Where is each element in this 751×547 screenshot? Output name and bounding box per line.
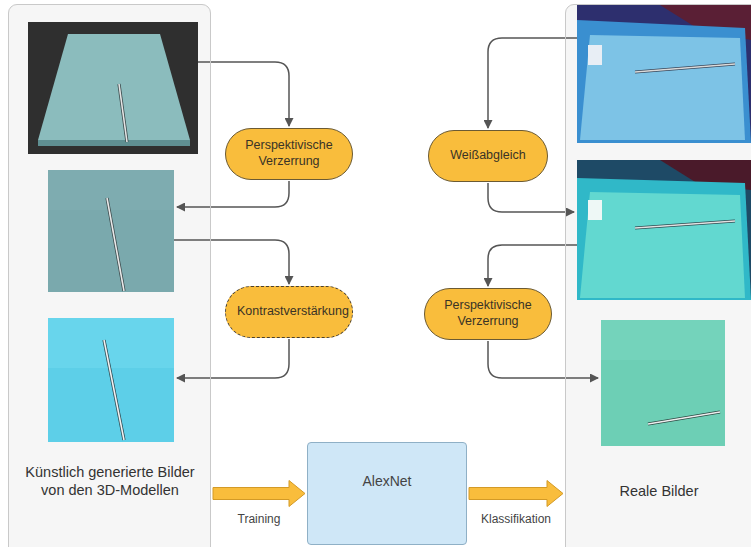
flow-line bbox=[488, 183, 574, 212]
flow-line bbox=[198, 62, 289, 126]
panel-ground bbox=[8, 4, 211, 547]
flow-line bbox=[488, 245, 577, 286]
flow-line bbox=[177, 181, 289, 207]
process-pill: Weißabgleich bbox=[428, 130, 548, 182]
photo-image bbox=[577, 5, 751, 143]
step-label: Weißabgleich bbox=[450, 148, 526, 164]
panel-caption: Künstlich generierte Bilder von den 3D-M… bbox=[16, 463, 204, 499]
flow-line bbox=[488, 341, 598, 378]
balanced-image bbox=[577, 160, 751, 300]
optional-process-pill: Kontrastverstärkung bbox=[225, 286, 353, 338]
panel-ground bbox=[565, 4, 751, 547]
edge-label: Klassifikation bbox=[478, 512, 554, 526]
process-pill: Perspektivische Verzerrung bbox=[424, 288, 552, 340]
model-name: AlexNet bbox=[362, 473, 411, 489]
process-pill: Perspektivische Verzerrung bbox=[225, 128, 353, 180]
step-label: Perspektivische Verzerrung bbox=[436, 298, 540, 329]
block-arrow bbox=[469, 481, 563, 507]
block-arrow bbox=[213, 481, 305, 507]
model-box: AlexNet bbox=[307, 442, 467, 545]
contrast-image bbox=[48, 318, 174, 442]
render-image bbox=[28, 22, 198, 154]
flow-line bbox=[177, 339, 289, 378]
step-label: Kontrastverstärkung bbox=[237, 304, 341, 320]
flow-lines bbox=[174, 38, 598, 378]
image-panel: Künstlich generierte Bilder von den 3D-M… bbox=[8, 4, 211, 547]
flow-line bbox=[174, 240, 289, 284]
image-panel: Reale Bilder bbox=[565, 4, 751, 547]
warped-photo bbox=[601, 320, 725, 446]
panel-caption: Reale Bilder bbox=[566, 482, 751, 500]
step-label: Perspektivische Verzerrung bbox=[237, 138, 341, 169]
warped-image bbox=[48, 170, 174, 292]
flow-line bbox=[488, 38, 577, 128]
edge-label: Training bbox=[235, 512, 284, 526]
